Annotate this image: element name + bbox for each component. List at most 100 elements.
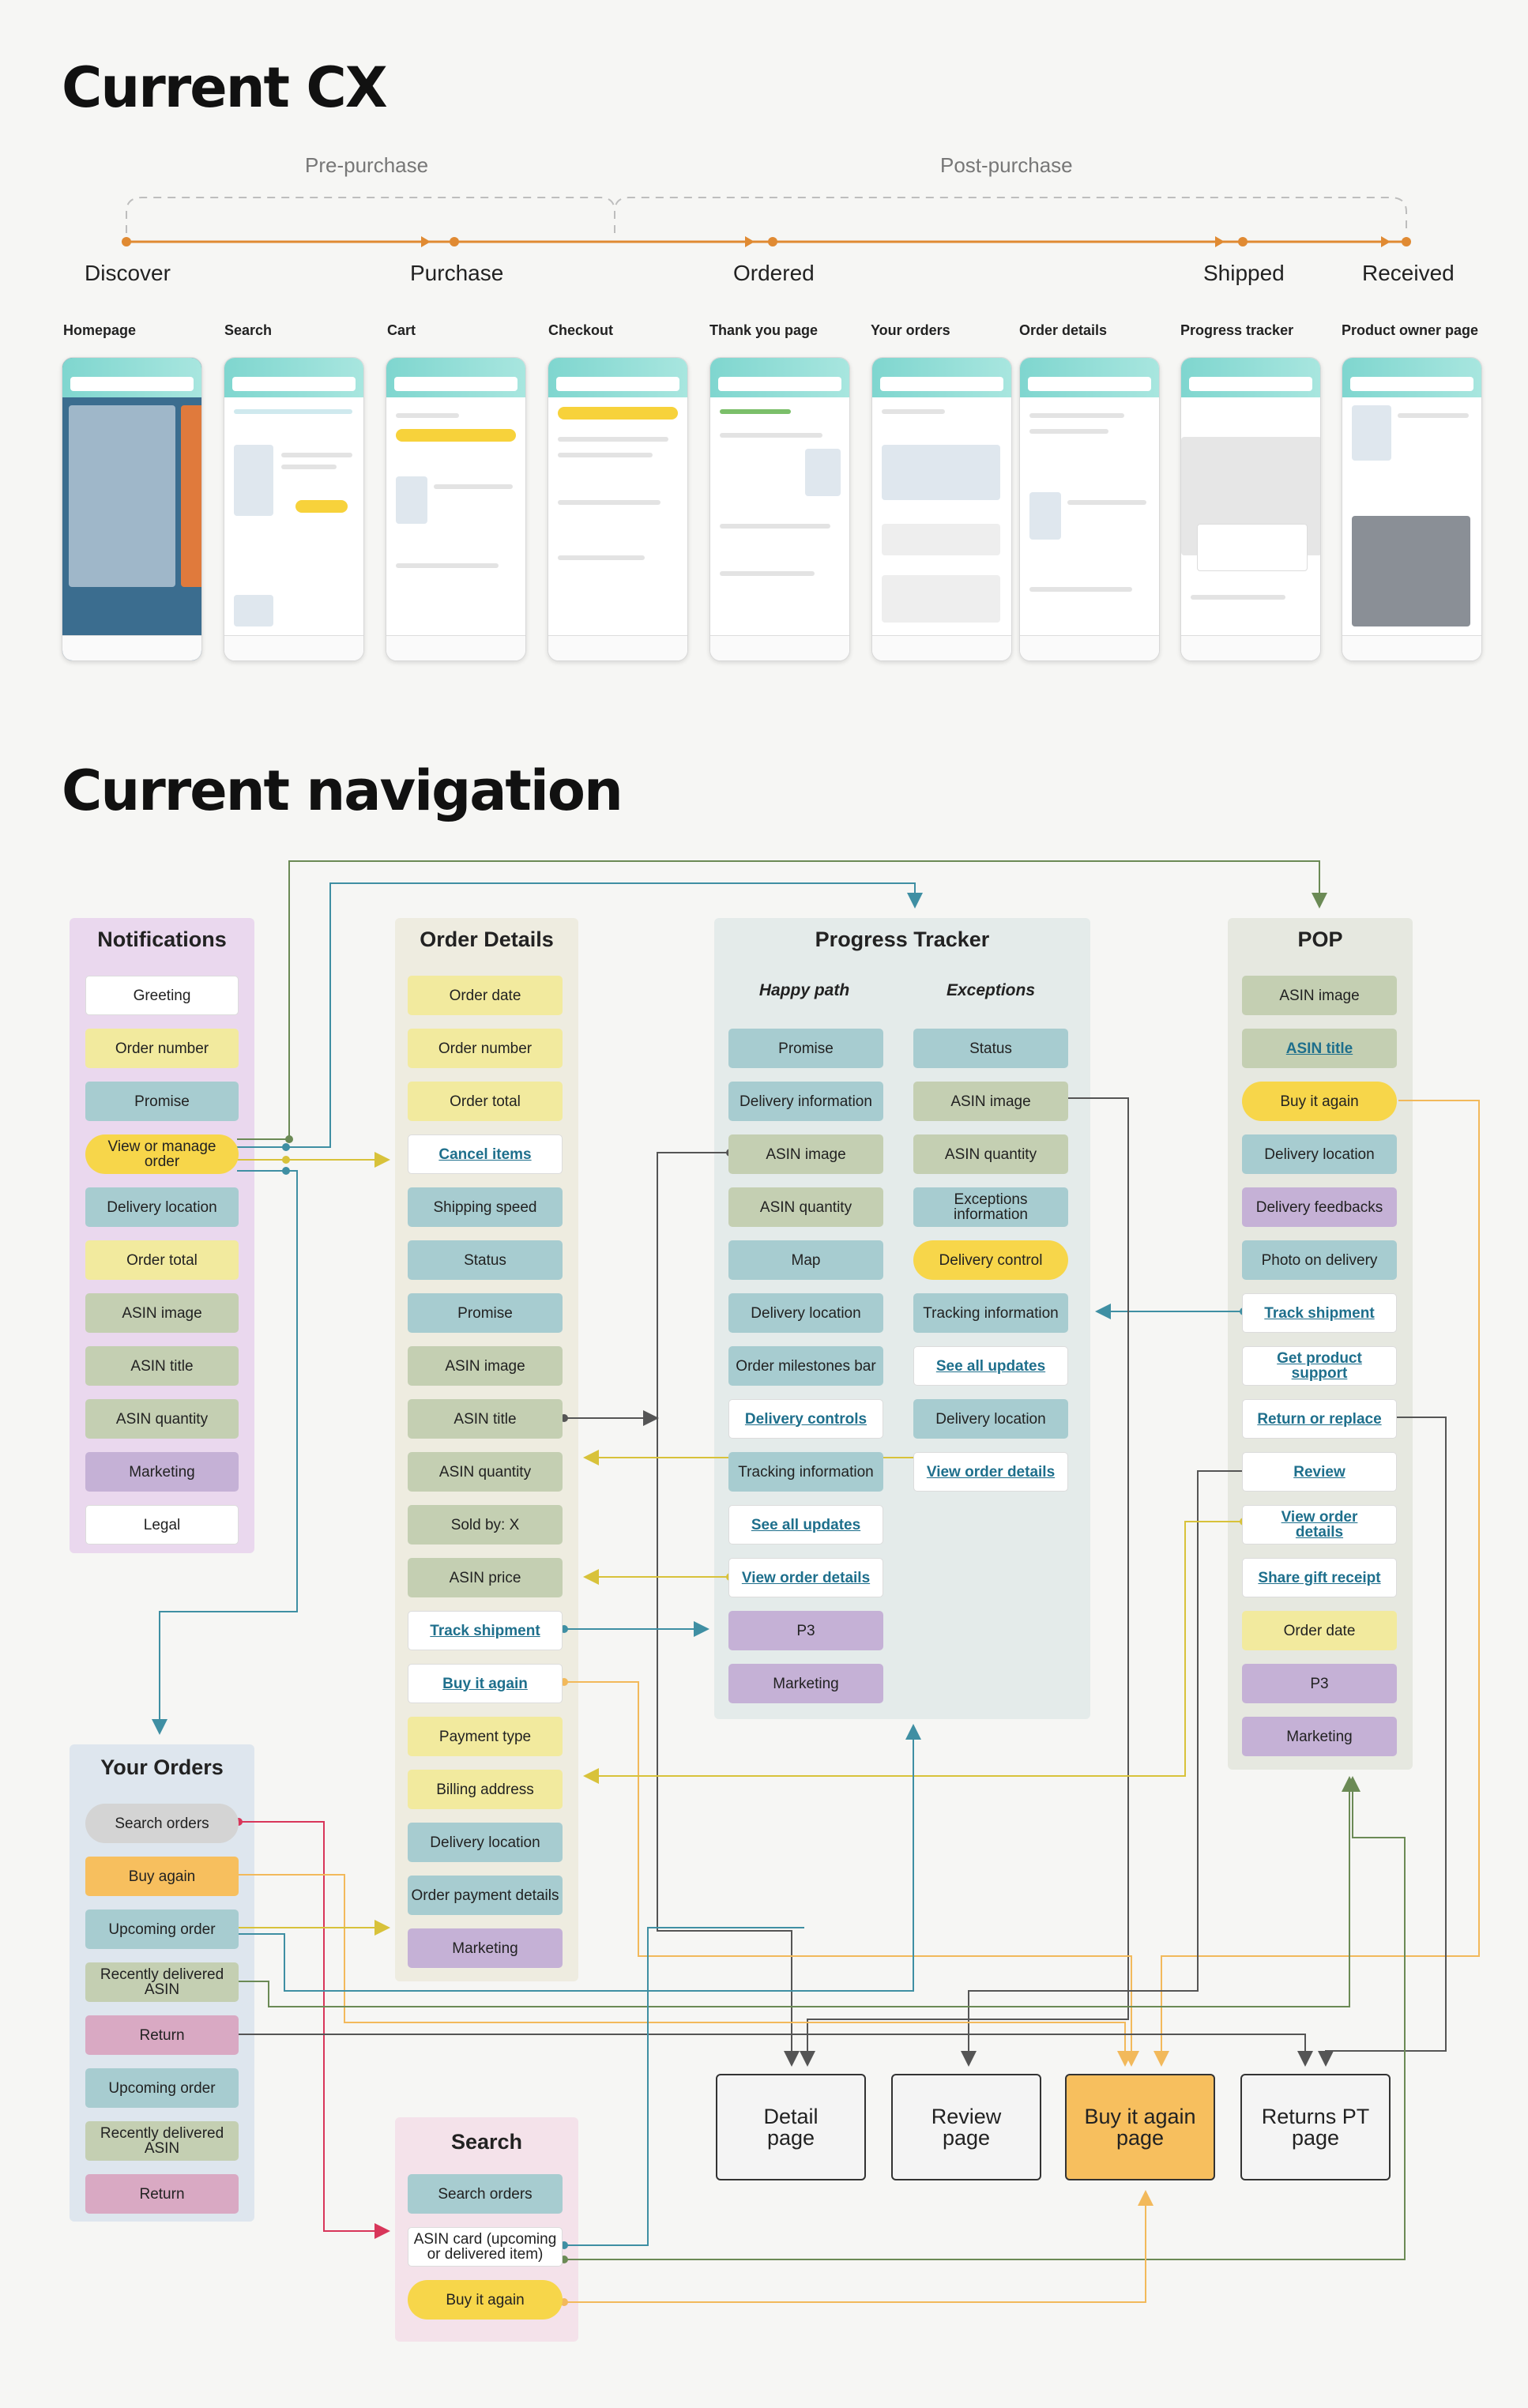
pop-photo-on-delivery: Photo on delivery	[1242, 1240, 1397, 1280]
notif-asin-title: ASIN title	[85, 1346, 239, 1386]
pop-delivery-feedbacks: Delivery feedbacks	[1242, 1187, 1397, 1227]
yo-search-orders[interactable]: Search orders	[85, 1804, 239, 1843]
pt-exc-tracking-information: Tracking information	[913, 1293, 1068, 1333]
screen-label-progress-tracker: Progress tracker	[1180, 322, 1294, 338]
phone-thumb-product-owner	[1342, 357, 1482, 661]
pop-buy-it-again[interactable]: Buy it again	[1242, 1082, 1397, 1121]
pop-order-date: Order date	[1242, 1611, 1397, 1650]
yo-recently-delivered-1[interactable]: Recently delivered ASIN	[85, 1962, 239, 2002]
od-marketing: Marketing	[408, 1928, 563, 1968]
phone-thumb-order-details	[1019, 357, 1160, 661]
stage-received: Received	[1362, 261, 1455, 285]
pt-exc-view-order-details[interactable]: View order details	[913, 1452, 1068, 1492]
notif-marketing: Marketing	[85, 1452, 239, 1492]
yo-upcoming-order-1[interactable]: Upcoming order	[85, 1909, 239, 1949]
pop-asin-title[interactable]: ASIN title	[1242, 1029, 1397, 1068]
pt-happy-delivery-location: Delivery location	[728, 1293, 883, 1333]
pt-happy-promise: Promise	[728, 1029, 883, 1068]
notif-delivery-location: Delivery location	[85, 1187, 239, 1227]
pt-happy-view-order-details[interactable]: View order details	[728, 1558, 883, 1597]
notif-order-total: Order total	[85, 1240, 239, 1280]
pop-share-gift-receipt[interactable]: Share gift receipt	[1242, 1558, 1397, 1597]
yo-recently-delivered-2[interactable]: Recently delivered ASIN	[85, 2121, 239, 2161]
od-asin-title[interactable]: ASIN title	[408, 1399, 563, 1439]
pop-track-shipment[interactable]: Track shipment	[1242, 1293, 1397, 1333]
pt-exc-see-all-updates[interactable]: See all updates	[913, 1346, 1068, 1386]
pt-happy-order-milestones-bar: Order milestones bar	[728, 1346, 883, 1386]
search-title: Search	[450, 2130, 523, 2154]
notif-greeting: Greeting	[85, 976, 239, 1015]
stage-purchase: Purchase	[410, 261, 504, 285]
notif-asin-quantity: ASIN quantity	[85, 1399, 239, 1439]
yo-buy-again[interactable]: Buy again	[85, 1857, 239, 1896]
phone-thumb-your-orders	[871, 357, 1012, 661]
happy-path-title: Happy path	[758, 981, 850, 999]
dest-returns-pt-page[interactable]: Returns PT page	[1240, 2074, 1391, 2180]
pt-happy-marketing: Marketing	[728, 1664, 883, 1703]
pt-happy-asin-image[interactable]: ASIN image	[728, 1134, 883, 1174]
pop-review[interactable]: Review	[1242, 1452, 1397, 1492]
search-buy-it-again[interactable]: Buy it again	[408, 2280, 563, 2320]
pop-title: POP	[1297, 927, 1343, 951]
stage-ordered: Ordered	[733, 261, 815, 285]
od-shipping-speed: Shipping speed	[408, 1187, 563, 1227]
pt-happy-delivery-information: Delivery information	[728, 1082, 883, 1121]
pt-happy-see-all-updates[interactable]: See all updates	[728, 1505, 883, 1545]
phone-thumb-search	[224, 357, 364, 661]
pop-view-order-details[interactable]: View order details	[1242, 1505, 1397, 1545]
screen-label-search: Search	[224, 322, 273, 338]
od-order-date: Order date	[408, 976, 563, 1015]
pop-asin-image: ASIN image	[1242, 976, 1397, 1015]
pop-get-product-support[interactable]: Get product support	[1242, 1346, 1397, 1386]
pt-happy-tracking-information: Tracking information	[728, 1452, 883, 1492]
notif-view-or-manage-order[interactable]: View or manage order	[85, 1134, 239, 1174]
dest-detail-page[interactable]: Detail page	[716, 2074, 866, 2180]
od-promise: Promise	[408, 1293, 563, 1333]
notifications-group: Notifications	[70, 918, 254, 1553]
your-orders-title: Your Orders	[100, 1755, 224, 1779]
screen-label-order-details: Order details	[1019, 322, 1108, 338]
phone-thumb-checkout	[548, 357, 688, 661]
yo-return-1[interactable]: Return	[85, 2015, 239, 2055]
journey-timeline	[122, 197, 1411, 247]
notif-promise: Promise	[85, 1082, 239, 1121]
search-asin-card[interactable]: ASIN card (upcoming or delivered item)	[408, 2227, 563, 2267]
pt-exc-delivery-control[interactable]: Delivery control	[913, 1240, 1068, 1280]
search-search-orders[interactable]: Search orders	[408, 2174, 563, 2214]
od-order-payment-details: Order payment details	[408, 1876, 563, 1915]
od-asin-quantity: ASIN quantity	[408, 1452, 563, 1492]
phone-thumb-homepage	[62, 357, 202, 661]
pop-p3: P3	[1242, 1664, 1397, 1703]
progress-tracker-title: Progress Tracker	[815, 927, 990, 951]
notif-asin-image: ASIN image	[85, 1293, 239, 1333]
pt-happy-asin-quantity: ASIN quantity	[728, 1187, 883, 1227]
exceptions-title: Exceptions	[946, 981, 1036, 999]
od-payment-type: Payment type	[408, 1717, 563, 1756]
stage-shipped: Shipped	[1203, 261, 1285, 285]
screen-label-checkout: Checkout	[548, 322, 614, 338]
od-track-shipment[interactable]: Track shipment	[408, 1611, 563, 1650]
order-details-title: Order Details	[420, 927, 554, 951]
yo-upcoming-order-2[interactable]: Upcoming order	[85, 2068, 239, 2108]
notif-order-number: Order number	[85, 1029, 239, 1068]
phone-thumb-cart	[386, 357, 526, 661]
od-cancel-items[interactable]: Cancel items	[408, 1134, 563, 1174]
pop-return-or-replace[interactable]: Return or replace	[1242, 1399, 1397, 1439]
stage-discover: Discover	[85, 261, 171, 285]
pt-exc-status: Status	[913, 1029, 1068, 1068]
pt-exc-delivery-location: Delivery location	[913, 1399, 1068, 1439]
od-sold-by: Sold by: X	[408, 1505, 563, 1545]
pt-exc-asin-image[interactable]: ASIN image	[913, 1082, 1068, 1121]
yo-return-2[interactable]: Return	[85, 2174, 239, 2214]
dest-buy-it-again-page[interactable]: Buy it again page	[1065, 2074, 1215, 2180]
screen-label-homepage: Homepage	[63, 322, 137, 338]
phase-pre-purchase: Pre-purchase	[305, 153, 429, 177]
od-order-total: Order total	[408, 1082, 563, 1121]
od-buy-it-again[interactable]: Buy it again	[408, 1664, 563, 1703]
pt-happy-p3: P3	[728, 1611, 883, 1650]
dest-review-page[interactable]: Review page	[891, 2074, 1041, 2180]
od-billing-address: Billing address	[408, 1770, 563, 1809]
pt-happy-delivery-controls[interactable]: Delivery controls	[728, 1399, 883, 1439]
cx-title: Current CX	[62, 55, 388, 120]
od-order-number: Order number	[408, 1029, 563, 1068]
